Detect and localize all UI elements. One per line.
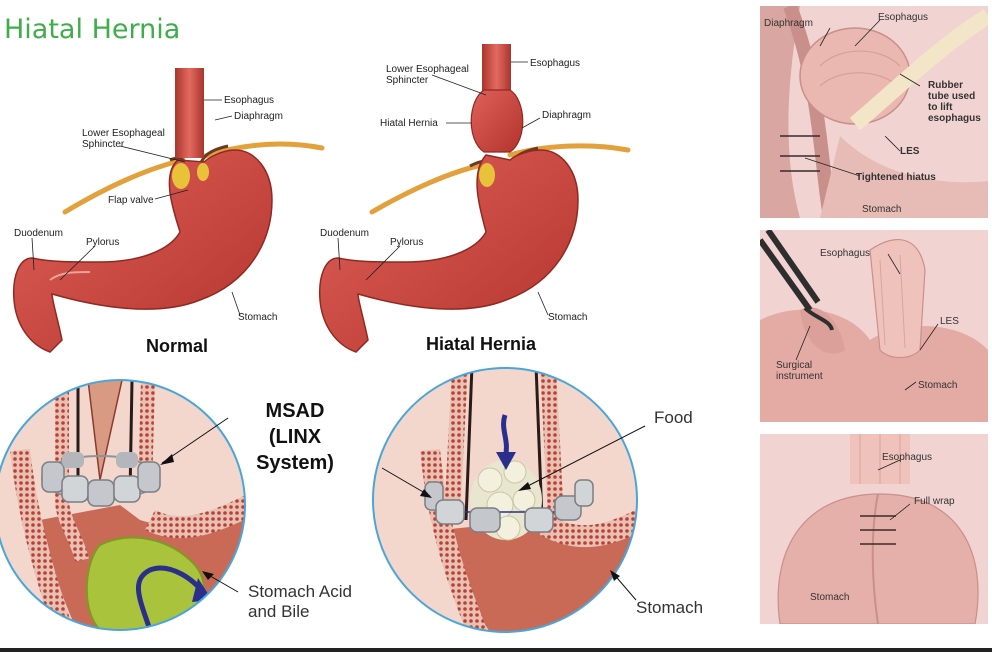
msad-title: MSAD (265, 400, 325, 422)
msad-heading: MSAD (LINX System) (230, 398, 360, 476)
msad-subtitle: (LINX System) (256, 426, 334, 474)
stomach (12, 149, 273, 353)
label-stomach: Stomach (238, 312, 278, 323)
hernia-stomach-diagram (318, 44, 631, 353)
panel2-instrument: Surgical instrument (776, 360, 823, 382)
label-pylorus: Pylorus (86, 237, 120, 248)
label-les: Lower Esophageal Sphincter (82, 128, 165, 150)
rubber-tube (849, 9, 988, 131)
panel1-les: LES (900, 146, 920, 157)
esophagus-shape (799, 27, 911, 125)
surgery-panel-3: Esophagus Full wrap Stomach (760, 434, 988, 624)
esophagus (175, 68, 204, 158)
panel2-stomach: Stomach (918, 380, 958, 391)
label-stomach-hernia: Stomach (548, 312, 588, 323)
label-flap-valve: Flap valve (108, 195, 154, 206)
diaphragm (369, 162, 485, 215)
label-duodenum-hernia: Duodenum (320, 228, 369, 239)
panel1-tightened-hiatus: Tightened hiatus (856, 172, 936, 183)
label-diaphragm: Diaphragm (234, 111, 283, 122)
panel2-esophagus: Esophagus (820, 248, 871, 259)
stomach (318, 149, 579, 353)
panel1-diaphragm: Diaphragm (764, 18, 813, 29)
surgery-panel-2: Esophagus LES Surgical instrument Stomac… (760, 230, 988, 422)
hiatal-hernia-pouch (470, 89, 524, 153)
caption-hernia: Hiatal Hernia (426, 334, 537, 354)
linx-ring-closed (41, 452, 161, 507)
label-stomach-linx: Stomach (636, 598, 704, 617)
surgery-panel-1: Diaphragm Esophagus Rubber tube used to … (760, 6, 988, 218)
panel3-full-wrap: Full wrap (914, 496, 955, 507)
label-diaphragm-hernia: Diaphragm (542, 110, 591, 121)
label-esophagus: Esophagus (224, 95, 275, 106)
surgical-instrument (760, 230, 821, 312)
caption-normal: Normal (146, 336, 209, 356)
anatomy-illustrations (12, 44, 631, 353)
esophagus (482, 44, 511, 94)
label-pylorus-hernia: Pylorus (390, 237, 424, 248)
panel1-rubber-tube: Rubber tube used to lift esophagus (928, 80, 981, 124)
linx-illustrations (0, 367, 646, 633)
label-hiatal-hernia: Hiatal Hernia (380, 118, 438, 129)
linx-open-view (373, 368, 637, 632)
page-title: Hiatal Hernia (4, 14, 181, 45)
panel3-stomach: Stomach (810, 592, 850, 603)
linx-ring-open (424, 479, 594, 533)
diaphragm-right (202, 141, 325, 159)
label-esophagus-hernia: Esophagus (530, 58, 581, 69)
flap-valve (172, 163, 190, 189)
panel2-les: LES (940, 316, 959, 327)
label-les-hernia: Lower Esophageal Sphincter (386, 64, 469, 86)
label-duodenum: Duodenum (14, 228, 63, 239)
label-food: Food (654, 408, 693, 427)
panel1-stomach: Stomach (862, 204, 902, 215)
bottom-border (0, 648, 992, 652)
full-wrap (777, 493, 979, 624)
diaphragm (62, 157, 186, 215)
panel3-esophagus: Esophagus (882, 452, 933, 463)
normal-stomach-diagram (12, 68, 325, 353)
label-stomach-acid: Stomach Acid and Bile (248, 582, 352, 621)
panel1-esophagus: Esophagus (878, 12, 929, 23)
